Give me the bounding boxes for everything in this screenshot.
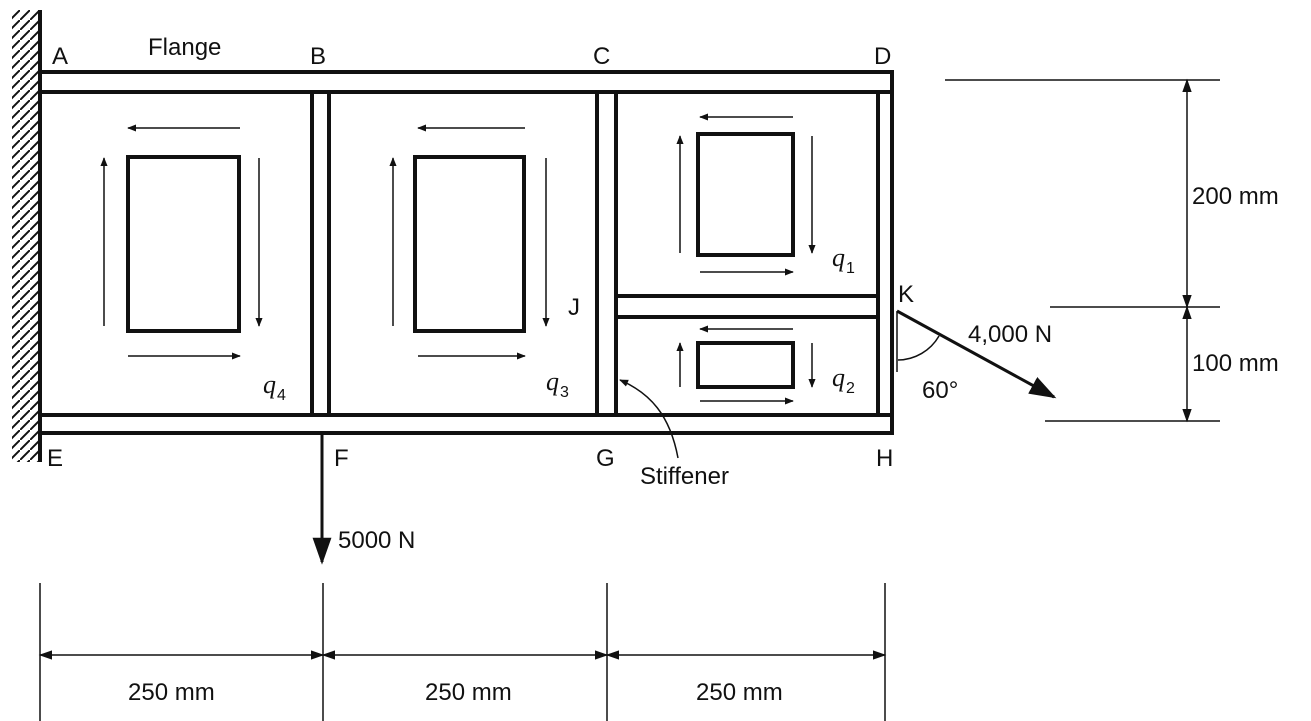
inclined-load-label: 4,000 N	[968, 321, 1052, 348]
point-label-E: E	[47, 445, 63, 472]
cutout-panel-2	[696, 341, 795, 389]
horizontal-dimension-lines	[38, 583, 887, 721]
stiffener-BF	[310, 90, 331, 417]
point-label-K: K	[898, 281, 914, 308]
vertical-load-label: 5000 N	[338, 527, 415, 554]
inclined-load-arrow	[896, 309, 1057, 399]
dimension-label-250mm-3: 250 mm	[696, 679, 783, 706]
shear-arrows-q1	[676, 113, 816, 276]
dimension-label-250mm-1: 250 mm	[128, 679, 215, 706]
point-label-B: B	[310, 43, 326, 70]
top-flange	[38, 70, 894, 94]
point-label-A: A	[52, 43, 68, 70]
stiffener-DH	[876, 90, 894, 417]
stiffener-CG	[595, 90, 618, 417]
point-label-D: D	[874, 43, 891, 70]
cutout-panel-4	[126, 155, 241, 333]
wall-support	[12, 10, 40, 462]
stiffener-JK	[614, 294, 880, 319]
dimension-label-200mm: 200 mm	[1192, 183, 1279, 210]
point-label-F: F	[334, 445, 349, 472]
flange-label: Flange	[148, 34, 221, 61]
angle-label: 60°	[922, 377, 958, 404]
shear-flow-label-q4: q4	[263, 370, 286, 404]
cutout-panel-1	[696, 132, 795, 257]
angle-arc	[897, 335, 940, 361]
cutout-panel-3	[413, 155, 526, 333]
vertical-dimension-lines	[945, 78, 1220, 423]
bottom-flange	[38, 413, 894, 435]
shear-flow-label-q3: q3	[546, 367, 569, 401]
stiffener-leader	[619, 379, 679, 459]
point-label-H: H	[876, 445, 893, 472]
stiffener-label: Stiffener	[640, 463, 729, 490]
shear-arrows-q4	[100, 124, 263, 360]
point-label-C: C	[593, 43, 610, 70]
dimension-label-250mm-2: 250 mm	[425, 679, 512, 706]
shear-flow-label-q1: q1	[832, 243, 855, 277]
shear-arrows-q2	[676, 325, 816, 405]
shear-flow-label-q2: q2	[832, 363, 855, 397]
point-label-J: J	[568, 294, 580, 321]
point-label-G: G	[596, 445, 615, 472]
shear-arrows-q3	[389, 124, 550, 360]
dimension-label-100mm: 100 mm	[1192, 350, 1279, 377]
